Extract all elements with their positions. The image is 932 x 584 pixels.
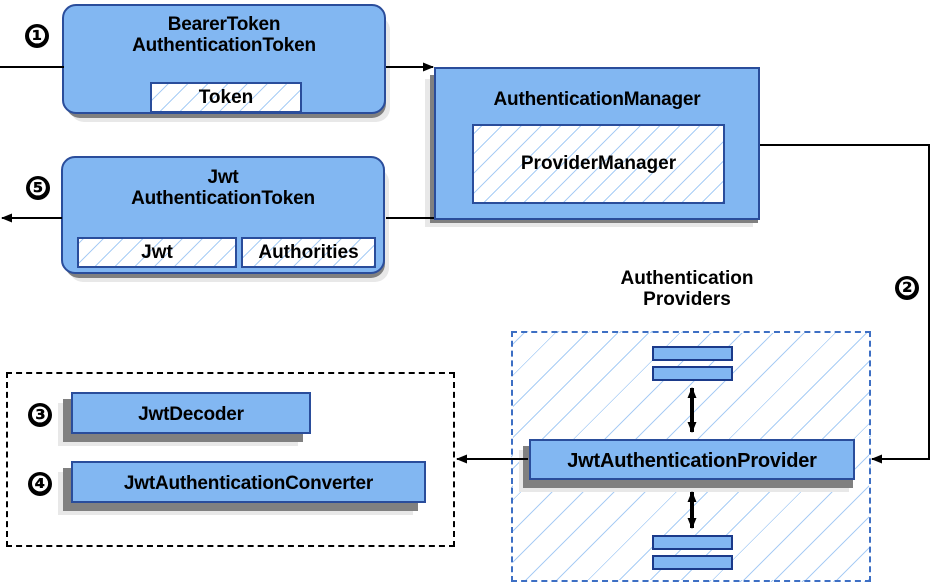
jwt-authentication-converter-title: JwtAuthenticationConverter: [123, 473, 374, 494]
node-authentication-manager[interactable]: AuthenticationManager ProviderManager: [434, 67, 760, 220]
provider-stack-bottom-bar-1: [652, 535, 733, 550]
jwt-token-title: Jwt AuthenticationToken: [131, 167, 315, 210]
step-badge-4: ❹: [28, 472, 52, 496]
bearer-token-inner-token[interactable]: Token: [150, 82, 302, 113]
jwt-authentication-provider-title: JwtAuthenticationProvider: [567, 450, 817, 472]
node-bearer-token-authentication-token[interactable]: BearerToken AuthenticationToken Token: [62, 4, 386, 114]
jwt-decoder-title: JwtDecoder: [138, 404, 244, 425]
provider-stack-top-bar-2: [652, 366, 733, 381]
provider-stack-top-bar-1: [652, 346, 733, 361]
node-jwt-authentication-provider[interactable]: JwtAuthenticationProvider: [529, 439, 855, 480]
authentication-manager-title: AuthenticationManager: [493, 89, 701, 110]
node-jwt-authentication-converter[interactable]: JwtAuthenticationConverter: [71, 461, 426, 503]
jwt-token-inner-jwt[interactable]: Jwt: [77, 237, 237, 268]
jwt-token-inner-authorities[interactable]: Authorities: [241, 237, 376, 268]
bearer-token-title: BearerToken AuthenticationToken: [132, 14, 316, 57]
node-jwt-authentication-token[interactable]: Jwt AuthenticationToken Jwt Authorities: [61, 156, 385, 274]
step-badge-1: ❶: [25, 24, 49, 48]
authentication-providers-label: Authentication Providers: [620, 268, 754, 311]
step-badge-5: ❺: [26, 176, 50, 200]
step-badge-2: ❷: [895, 276, 919, 300]
step-badge-3: ❸: [28, 403, 52, 427]
authentication-manager-inner-provider-manager[interactable]: ProviderManager: [472, 124, 725, 204]
provider-stack-bottom-bar-2: [652, 555, 733, 570]
jwt-support-container: [6, 372, 455, 547]
node-jwt-decoder[interactable]: JwtDecoder: [71, 392, 311, 434]
